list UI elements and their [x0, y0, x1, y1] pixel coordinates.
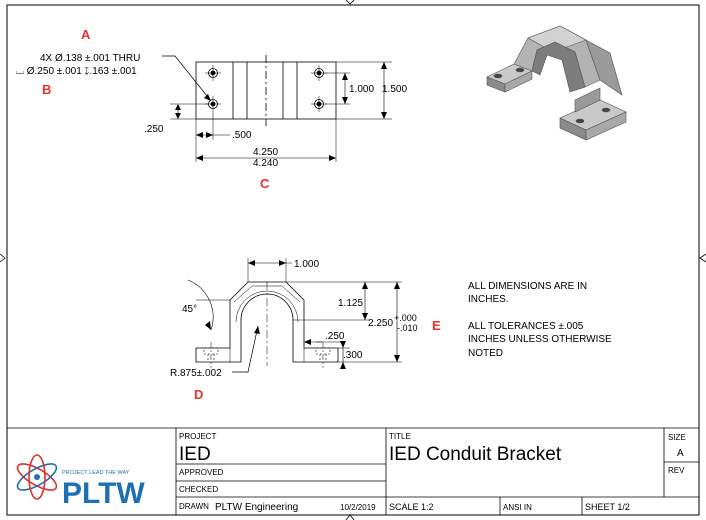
front-view-arrowheads [205, 260, 400, 369]
sheet-border [6, 4, 700, 516]
tol-plus: +.000 [394, 313, 417, 323]
title-block [7, 427, 699, 515]
callout-a: A [81, 27, 91, 42]
dim-300: .300 [343, 350, 363, 361]
bottom-center-marker [345, 514, 355, 520]
note-line1: ALL DIMENSIONS ARE IN [468, 281, 587, 292]
drawn-label: DRAWN [179, 502, 209, 511]
front-view [187, 258, 402, 373]
top-view-arrowheads [175, 62, 387, 161]
callout-d: D [194, 387, 203, 402]
note-line2: INCHES. [468, 294, 509, 305]
hole-note-line1: 4X Ø.138 ±.001 THRU [40, 53, 140, 64]
dim-1500: 1.500 [382, 84, 407, 95]
approved-label: APPROVED [179, 468, 224, 477]
dim-500: .500 [232, 130, 252, 141]
dim-250-top: .250 [144, 124, 164, 135]
dim-2250: 2.250 [368, 318, 393, 329]
sheet-text: SHEET 1/2 [585, 502, 630, 512]
note-line4: INCHES UNLESS OTHERWISE [468, 334, 612, 345]
angle-45: 45° [182, 304, 197, 315]
left-center-marker [0, 253, 6, 263]
radius-note: R.875±.002 [170, 368, 222, 379]
atom-icon [16, 454, 58, 500]
top-center-marker [345, 0, 355, 5]
callout-b: B [42, 82, 51, 97]
tol-minus: -.010 [397, 323, 418, 333]
rev-label: REV [668, 466, 685, 475]
project-label: PROJECT [179, 432, 216, 441]
standard-text: ANSI IN [503, 503, 532, 512]
top-view-holes [205, 65, 327, 112]
note-line3: ALL TOLERANCES ±.005 [468, 321, 584, 332]
drawn-date: 10/2/2019 [340, 503, 376, 512]
dim-1125: 1.125 [338, 298, 363, 309]
scale-text: SCALE 1:2 [389, 502, 434, 512]
front-view-outline [195, 281, 339, 363]
logo-text: PLTW [62, 477, 145, 510]
hole-note-line2: ⌴ Ø.250 ±.001 ↧.163 ±.001 [16, 66, 137, 77]
size-value: A [677, 448, 684, 459]
dim-1000-front: 1.000 [294, 259, 319, 270]
drawn-by: PLTW Engineering [215, 502, 298, 513]
dim-4250: 4.250 [253, 147, 278, 158]
dim-250-front: .250 [325, 331, 345, 342]
pltw-logo: PROJECT LEAD THE WAY PLTW [16, 454, 145, 510]
logo-tagline: PROJECT LEAD THE WAY [62, 470, 130, 476]
project-value: IED [179, 444, 211, 465]
callout-c: C [260, 176, 270, 191]
note-line5: NOTED [468, 348, 503, 359]
dim-4240: 4.240 [253, 158, 278, 169]
right-center-marker [699, 253, 706, 263]
top-view [162, 55, 392, 162]
dim-1000-top: 1.000 [349, 84, 374, 95]
title-value: IED Conduit Bracket [389, 444, 562, 465]
checked-label: CHECKED [179, 485, 218, 494]
title-label: TITLE [389, 432, 411, 441]
size-label: SIZE [668, 433, 686, 442]
isometric-view [486, 25, 627, 141]
callout-e: E [432, 318, 441, 333]
